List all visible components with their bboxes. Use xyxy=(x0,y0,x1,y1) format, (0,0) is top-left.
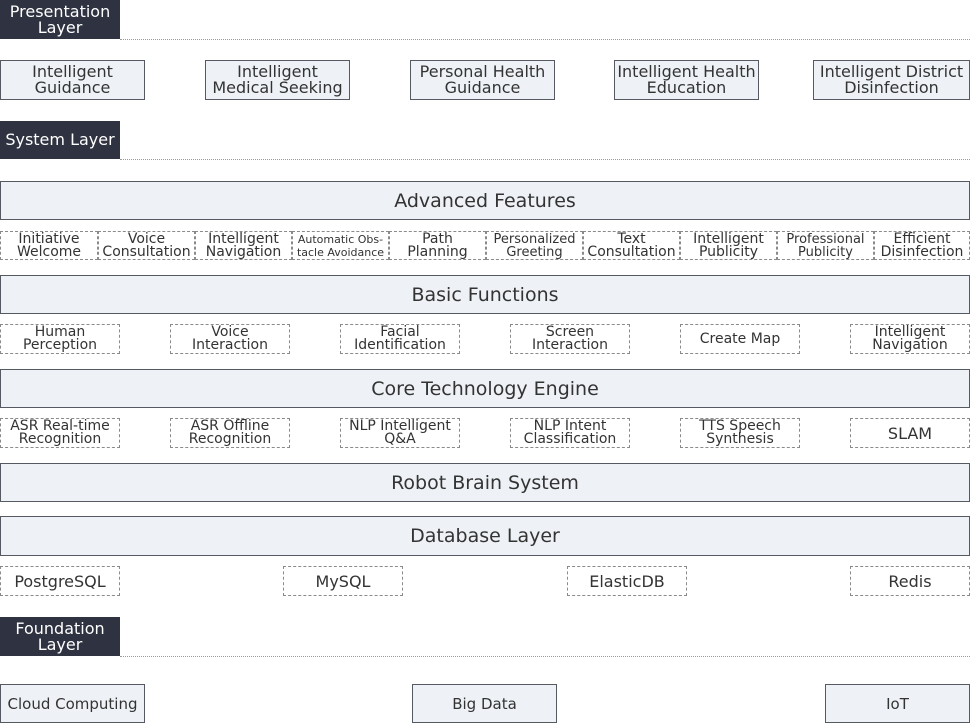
feature-obstacle-avoidance: Automatic Obs- tacle Avoidance xyxy=(292,231,389,260)
function-screen-interaction: Screen Interaction xyxy=(510,324,630,354)
core-technology-engine-bar: Core Technology Engine xyxy=(0,369,970,408)
engine-asr-realtime: ASR Real-time Recognition xyxy=(0,418,120,448)
db-postgresql: PostgreSQL xyxy=(0,566,120,596)
feature-initiative-welcome: Initiative Welcome xyxy=(0,231,98,260)
foundation-divider xyxy=(120,656,970,657)
function-create-map: Create Map xyxy=(680,324,800,354)
engine-tts-speech: TTS Speech Synthesis xyxy=(680,418,800,448)
db-mysql: MySQL xyxy=(283,566,403,596)
function-facial-identification: Facial Identification xyxy=(340,324,460,354)
function-intelligent-navigation: Intelligent Navigation xyxy=(850,324,970,354)
feature-efficient-disinfection: Efficient Disinfection xyxy=(874,231,970,260)
engine-nlp-qa: NLP Intelligent Q&A xyxy=(340,418,460,448)
function-human-perception: Human Perception xyxy=(0,324,120,354)
feature-professional-publicity: Professional Publicity xyxy=(777,231,874,260)
cloud-computing-box: Cloud Computing xyxy=(0,684,145,723)
presentation-layer-label: Presentation Layer xyxy=(0,0,120,39)
robot-brain-system-bar: Robot Brain System xyxy=(0,463,970,502)
advanced-features-bar: Advanced Features xyxy=(0,181,970,220)
feature-personalized-greeting: Personalized Greeting xyxy=(486,231,583,260)
system-divider xyxy=(120,159,970,160)
presentation-divider xyxy=(120,39,970,40)
feature-voice-consultation: Voice Consultation xyxy=(98,231,195,260)
engine-asr-offline: ASR Offline Recognition xyxy=(170,418,290,448)
db-redis: Redis xyxy=(850,566,970,596)
feature-text-consultation: Text Consultation xyxy=(583,231,680,260)
feature-path-planning: Path Planning xyxy=(389,231,486,260)
engine-slam: SLAM xyxy=(850,418,970,448)
engine-nlp-intent: NLP Intent Classification xyxy=(510,418,630,448)
system-layer-label: System Layer xyxy=(0,121,120,159)
big-data-box: Big Data xyxy=(412,684,557,723)
intelligent-medical-seeking-box: Intelligent Medical Seeking xyxy=(205,60,350,100)
personal-health-guidance-box: Personal Health Guidance xyxy=(410,60,555,100)
intelligent-health-education-box: Intelligent Health Education xyxy=(614,60,759,100)
iot-box: IoT xyxy=(825,684,970,723)
intelligent-district-disinfection-box: Intelligent District Disinfection xyxy=(813,60,970,100)
foundation-layer-label: Foundation Layer xyxy=(0,617,120,656)
feature-intelligent-navigation: Intelligent Navigation xyxy=(195,231,292,260)
function-voice-interaction: Voice Interaction xyxy=(170,324,290,354)
feature-intelligent-publicity: Intelligent Publicity xyxy=(680,231,777,260)
basic-functions-bar: Basic Functions xyxy=(0,275,970,314)
intelligent-guidance-box: Intelligent Guidance xyxy=(0,60,145,100)
db-elasticdb: ElasticDB xyxy=(567,566,687,596)
database-layer-bar: Database Layer xyxy=(0,516,970,556)
